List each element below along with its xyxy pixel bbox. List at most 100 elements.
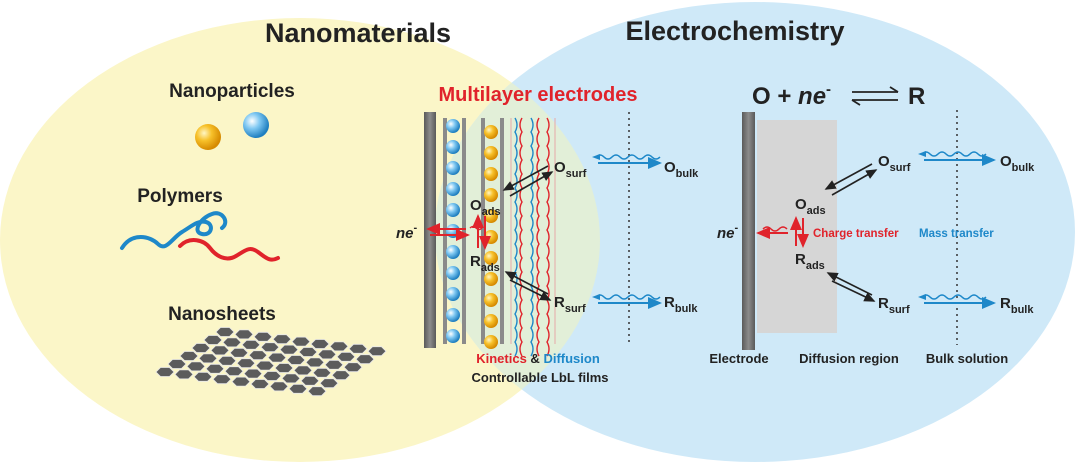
nanosheet-cell bbox=[355, 354, 375, 365]
nanosheet-cell bbox=[193, 371, 213, 382]
nanosheet-cell bbox=[198, 353, 218, 364]
electrochem-O-ads: Oads bbox=[795, 196, 826, 217]
electrochem-R-bulk: Rbulk bbox=[1000, 295, 1034, 316]
nanosheet-cell bbox=[167, 359, 187, 369]
nanosheet-cell bbox=[312, 367, 332, 378]
nanosheet-cell bbox=[329, 341, 349, 352]
multilayer-R-adsorb-arrow bbox=[504, 271, 549, 295]
nanosheet-cell bbox=[317, 349, 337, 360]
film-gold-particle bbox=[484, 314, 498, 328]
reaction-product: R bbox=[908, 83, 925, 110]
nanosheet-cell bbox=[367, 346, 387, 357]
film-gold-particle bbox=[484, 146, 498, 160]
nanosheet-cell bbox=[203, 335, 223, 345]
film-gold-particle bbox=[484, 125, 498, 139]
electrochem-R-desorb-arrow bbox=[831, 280, 876, 302]
nanosheet-cell bbox=[205, 363, 225, 374]
multilayer-title: Multilayer electrodes bbox=[439, 84, 638, 106]
multilayer-O-surf: Osurf bbox=[554, 159, 587, 180]
film-gold-particle bbox=[484, 251, 498, 265]
multilayer-O-adsorb-arrow bbox=[502, 165, 549, 191]
electrochem-O-surf: Osurf bbox=[878, 153, 911, 174]
nanomaterials-title: Nanomaterials bbox=[265, 18, 451, 48]
nanosheet-cell bbox=[215, 327, 235, 337]
diffusion-region-label: Diffusion region bbox=[799, 351, 899, 366]
electrochemistry-title: Electrochemistry bbox=[625, 16, 844, 46]
film-blue-particle bbox=[446, 245, 460, 259]
nanosheet-cell bbox=[253, 331, 273, 342]
film-blue-particle bbox=[446, 287, 460, 301]
electrochem-electron-arrows bbox=[756, 216, 809, 248]
polymers-label: Polymers bbox=[137, 186, 223, 207]
film-blue-particle bbox=[446, 140, 460, 154]
multilayer-R-ads: Rads bbox=[470, 253, 500, 274]
electrochem-O-bulk: Obulk bbox=[1000, 153, 1035, 174]
film-gold-particle bbox=[484, 230, 498, 244]
nanosheet-cell bbox=[281, 373, 301, 384]
film-blue-particle bbox=[446, 266, 460, 280]
nanosheet-cell bbox=[310, 339, 330, 349]
film-polymer-layer bbox=[514, 117, 518, 357]
nanosheet-cell bbox=[293, 365, 313, 376]
nanosheet-cell bbox=[243, 368, 263, 379]
nanosheet-cell bbox=[286, 355, 306, 365]
multilayer-ne-label: ne- bbox=[396, 222, 418, 242]
film-blue-particle bbox=[446, 329, 460, 343]
film-sheet-layer bbox=[481, 118, 485, 344]
film-blue-particle bbox=[446, 308, 460, 322]
film-polymer-layer bbox=[546, 117, 550, 357]
nanosheet-cell bbox=[174, 369, 194, 380]
multilayer-R-surf: Rsurf bbox=[554, 294, 586, 315]
nanosheet-cell bbox=[300, 375, 320, 386]
film-polymer-layer bbox=[519, 117, 523, 357]
nanosheet-cell bbox=[272, 334, 292, 345]
electrochem-R-adsorb-arrow bbox=[826, 272, 873, 296]
nanosheet-cell bbox=[298, 347, 318, 357]
film-blue-particle bbox=[446, 182, 460, 196]
film-blue-particle bbox=[446, 119, 460, 133]
electrochem-R-ads: Rads bbox=[795, 251, 825, 272]
film-blue-particle bbox=[446, 161, 460, 175]
nanosheet-cell bbox=[279, 344, 299, 355]
nanosheet-cell bbox=[319, 378, 339, 389]
film-sheet-layer bbox=[443, 118, 447, 344]
nanosheet-cell bbox=[255, 360, 275, 371]
film-blue-particle bbox=[446, 203, 460, 217]
nanosheet-cell bbox=[234, 329, 254, 340]
nanosheet-cell bbox=[331, 370, 351, 381]
film-polymer-layer bbox=[530, 117, 534, 357]
nanosheet-cell bbox=[241, 339, 261, 350]
nanosheet-cell bbox=[229, 347, 249, 358]
multilayer-R-mass-transfer bbox=[592, 294, 662, 309]
nanoparticles-label: Nanoparticles bbox=[169, 81, 295, 102]
nanosheet-cell bbox=[217, 355, 237, 366]
nanosheet-cell bbox=[274, 363, 294, 373]
multilayer-electron-arrow-in bbox=[469, 225, 483, 231]
nanosheet-cell bbox=[324, 359, 344, 370]
electrochem-O-mass-transfer bbox=[918, 151, 996, 166]
nanosheet-cell bbox=[210, 345, 230, 356]
electrochem-O-desorb-arrow bbox=[831, 169, 878, 196]
nanosheet-cell bbox=[262, 371, 282, 381]
electrochem-ne-label: ne- bbox=[717, 222, 739, 242]
nanosheet-cell bbox=[260, 342, 280, 353]
nanosheet-cell bbox=[186, 361, 206, 372]
multilayer-R-bulk: Rbulk bbox=[664, 294, 698, 315]
electrode-bar bbox=[742, 112, 755, 350]
nanosheet-cell bbox=[236, 358, 256, 369]
film-gold-particle bbox=[484, 335, 498, 349]
multilayer-O-desorb-arrow bbox=[509, 171, 554, 197]
nanosheet-cell bbox=[179, 351, 199, 361]
nanosheets-label: Nanosheets bbox=[168, 304, 276, 325]
nanosheet-cell bbox=[336, 351, 356, 362]
blue-nanoparticle bbox=[243, 112, 269, 138]
reaction-equation: O + ne- bbox=[752, 81, 831, 110]
nanosheet-cell bbox=[267, 352, 287, 363]
electrochem-O-adsorb-arrow bbox=[824, 163, 873, 190]
film-sheet-layer bbox=[500, 118, 504, 344]
electrochem-R-mass-transfer bbox=[918, 294, 996, 309]
bulk-solution-label: Bulk solution bbox=[926, 351, 1008, 366]
red-polymer-chain bbox=[178, 238, 280, 262]
film-sheet-layer bbox=[462, 118, 466, 344]
